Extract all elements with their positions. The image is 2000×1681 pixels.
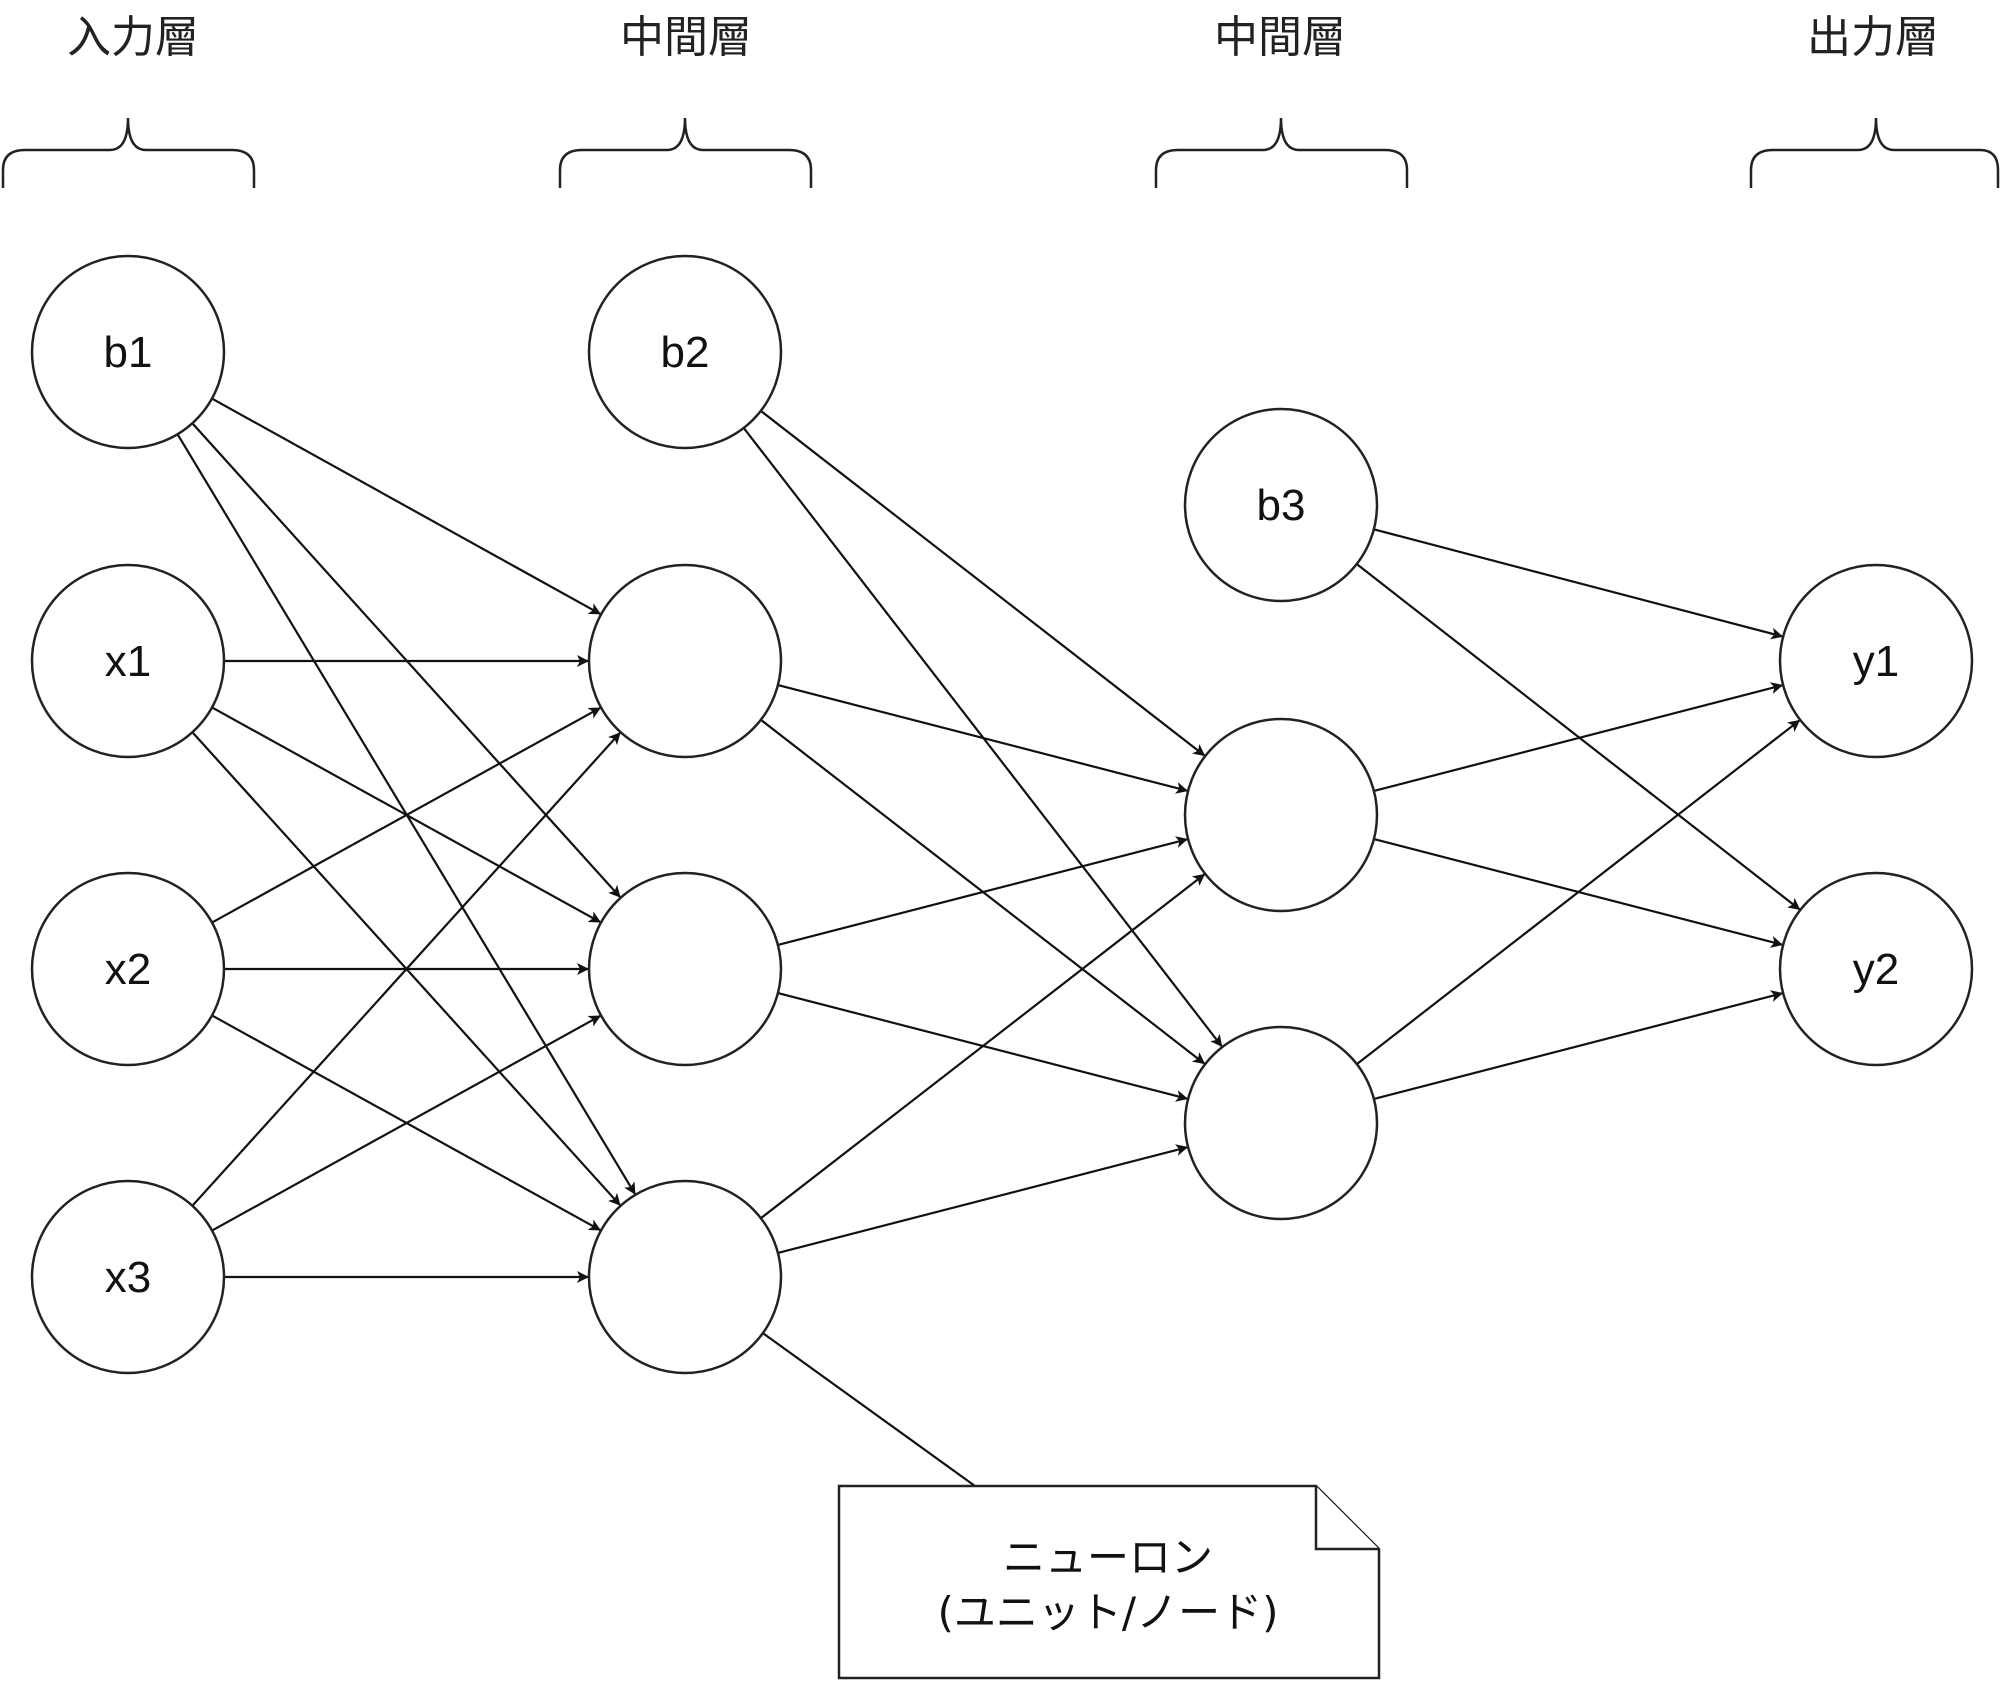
layer-label-output: 出力層	[1807, 12, 1939, 63]
neuron-h1c	[587, 1179, 783, 1375]
neuron-circle-b3	[1183, 407, 1379, 603]
neuron-label-b2: b2	[661, 328, 710, 377]
neuron-h1a	[587, 563, 783, 759]
layer-brace-input	[1, 117, 256, 188]
edge-b3-to-y1	[1373, 528, 1784, 640]
neuron-b2: b2	[587, 254, 783, 450]
neuron-label-b1: b1	[104, 328, 153, 377]
edge-h2b-to-y2	[1373, 990, 1784, 1101]
neuron-label-y1: y1	[1853, 637, 1899, 686]
neuron-x1: x1	[30, 563, 226, 759]
note-text-line-2: (ユニット/ノード)	[938, 1588, 1279, 1637]
edge-h1c-to-h2b	[777, 1144, 1189, 1255]
neuron-circle-y2	[1778, 871, 1974, 1067]
connection-group	[176, 397, 1801, 1283]
note-box	[837, 1484, 1381, 1680]
note-folded-corner	[1314, 1486, 1379, 1551]
edge-x3-to-h1b	[211, 1014, 601, 1232]
neuron-circle-b1	[30, 254, 226, 450]
neuron-note: ニューロン (ユニット/ノード)	[837, 1484, 1381, 1680]
neuron-b3: b3	[1183, 407, 1379, 603]
neuron-group: b1 x1 x2 x3 b2 b3 y1 y2	[30, 254, 1974, 1375]
neuron-h2a	[1183, 717, 1379, 913]
layer-brace-output	[1749, 117, 2000, 188]
neuron-circle-x3	[30, 1179, 226, 1375]
neuron-circle-x1	[30, 563, 226, 759]
neuron-label-x2: x2	[105, 945, 151, 994]
neuron-circle-y1	[1778, 563, 1974, 759]
note-leader-line	[762, 1332, 976, 1487]
edge-x2-to-h1a	[211, 706, 601, 924]
edge-h1b-to-h2a	[777, 836, 1189, 947]
neuron-label-x1: x1	[105, 637, 151, 686]
layer-label-hidden-2: 中間層	[1214, 12, 1346, 63]
neuron-circle-h1b	[587, 871, 783, 1067]
neuron-label-x3: x3	[105, 1253, 151, 1302]
edge-b1-to-h1a	[211, 397, 602, 615]
neuron-label-y2: y2	[1853, 945, 1899, 994]
neuron-b1: b1	[30, 254, 226, 450]
neuron-x2: x2	[30, 871, 226, 1067]
neuron-y2: y2	[1778, 871, 1974, 1067]
layer-brace-hidden-2	[1154, 117, 1409, 188]
note-text-line-1: ニューロン	[1003, 1533, 1213, 1582]
neuron-x3: x3	[30, 1179, 226, 1375]
neuron-circle-x2	[30, 871, 226, 1067]
edge-b2-to-h2a	[760, 410, 1206, 757]
layer-brace-hidden-1	[558, 117, 813, 188]
edge-h1c-to-h2a	[760, 873, 1206, 1220]
neuron-label-b3: b3	[1257, 481, 1306, 530]
edge-x3-to-h1a	[191, 732, 621, 1207]
neuron-h1b	[587, 871, 783, 1067]
edge-h2b-to-y1	[1356, 719, 1801, 1065]
edge-h1a-to-h2a	[777, 683, 1189, 794]
neuron-circle-h1a	[587, 563, 783, 759]
edge-h2a-to-y1	[1373, 682, 1784, 793]
layer-label-input: 入力層	[67, 12, 199, 63]
note-leader-group	[762, 1332, 976, 1487]
neuron-circle-h2b	[1183, 1025, 1379, 1221]
neuron-circle-h1c	[587, 1179, 783, 1375]
neuron-circle-h2a	[1183, 717, 1379, 913]
neuron-circle-b2	[587, 254, 783, 450]
edge-b3-to-y2	[1356, 563, 1801, 911]
neuron-y1: y1	[1778, 563, 1974, 759]
layer-label-hidden-1: 中間層	[620, 12, 752, 63]
neuron-h2b	[1183, 1025, 1379, 1221]
